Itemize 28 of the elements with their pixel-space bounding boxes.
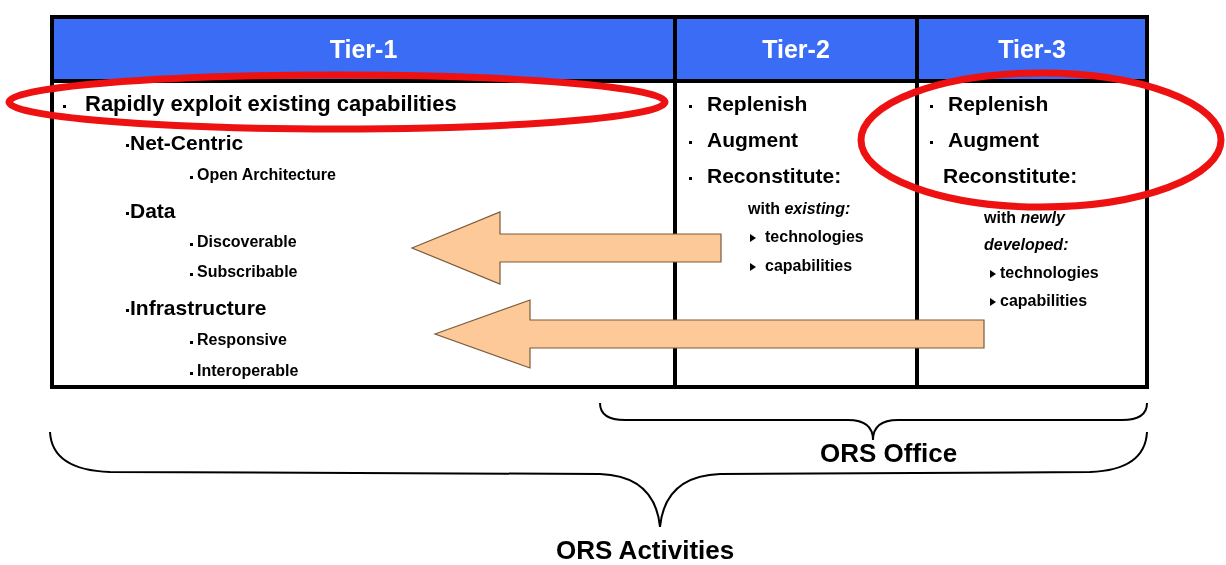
list-item: capabilities (765, 256, 853, 276)
list-item: Interoperable (197, 361, 299, 381)
list-item: Rapidly exploit existing capabilities (85, 90, 457, 118)
list-item: with newly developed: (984, 208, 1070, 255)
column-header: Tier-2 (677, 19, 915, 83)
list-item: Replenish (948, 91, 1049, 117)
brace-label: ORS Activities (556, 535, 735, 565)
column-header: Tier-3 (919, 19, 1145, 83)
brace-label: ORS Office (820, 438, 958, 469)
list-item: Open Architecture (197, 165, 336, 185)
list-item: Augment (948, 127, 1039, 153)
list-item: Net-Centric (130, 130, 244, 156)
list-item: Infrastructure (130, 295, 267, 321)
list-item: capabilities (1000, 291, 1088, 311)
list-item: Reconstitute: (943, 163, 1078, 189)
list-item: Subscribable (197, 262, 298, 282)
list-item: technologies (1000, 263, 1099, 283)
block-arrow (410, 211, 722, 285)
column-header: Tier-1 (54, 19, 673, 83)
list-item: Responsive (197, 330, 287, 350)
list-item: Replenish (707, 91, 808, 117)
list-item: Augment (707, 127, 798, 153)
list-item: Data (130, 198, 176, 224)
list-item: technologies (765, 227, 864, 247)
list-item: with existing: (748, 199, 851, 219)
list-item: Discoverable (197, 232, 297, 252)
block-arrow (433, 299, 985, 369)
list-item: Reconstitute: (707, 163, 842, 189)
